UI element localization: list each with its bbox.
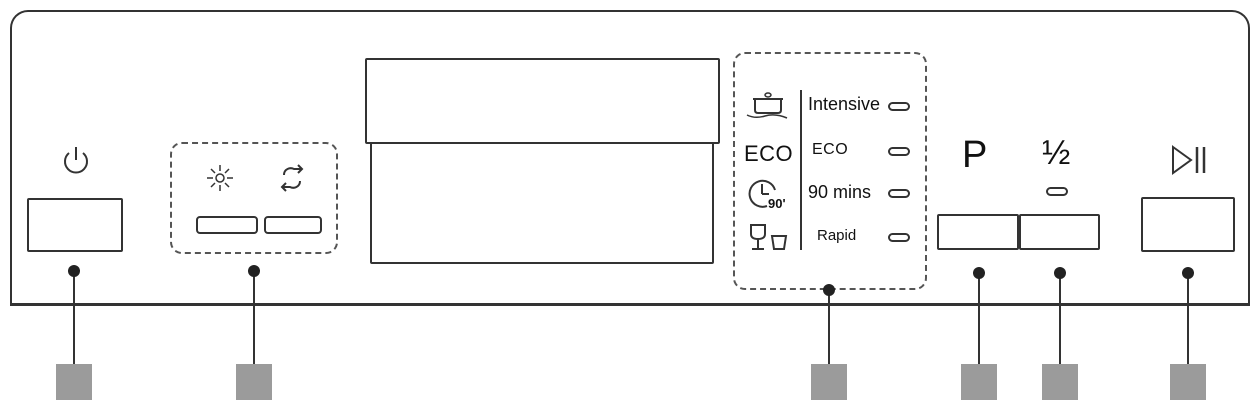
half-load-button[interactable] [1019,214,1100,250]
power-icon [64,147,88,174]
half-load-icon: ½ [1042,134,1071,172]
option-buttons-group [170,142,338,254]
pot-icon [746,92,788,119]
program-led-rapid [888,233,910,242]
display-upper [365,58,720,144]
light-button[interactable] [196,216,258,234]
callout-line-3 [828,289,830,369]
light-sparkle-icon [207,165,233,191]
eco-symbol: ECO [744,141,794,166]
cycle-arrows-icon [280,164,304,192]
callout-line-1 [73,270,75,370]
callout-dot-4 [973,267,985,279]
callout-dot-3 [823,284,835,296]
callout-box-5 [1042,364,1078,400]
callout-line-4 [978,272,980,370]
timer-90-label: 90' [768,196,786,211]
program-button[interactable] [937,214,1019,250]
program-p-icon: P [962,134,988,176]
program-led-90mins [888,189,910,198]
program-label-intensive: Intensive [808,94,881,114]
display-lower [370,140,714,264]
callout-box-4 [961,364,997,400]
half-load-led [1046,187,1068,196]
callout-box-1 [56,364,92,400]
glass-cup-icon [750,224,788,250]
callout-dot-1 [68,265,80,277]
cycle-button[interactable] [264,216,322,234]
program-divider [800,90,802,250]
callout-dot-5 [1054,267,1066,279]
callout-line-6 [1187,272,1189,370]
start-pause-button[interactable] [1141,197,1235,252]
clock-90-icon [748,179,776,208]
program-label-rapid: Rapid [817,227,857,244]
callout-dot-6 [1182,267,1194,279]
callout-box-6 [1170,364,1206,400]
program-label-90mins: 90 mins [808,182,872,202]
program-led-eco [888,147,910,156]
power-button[interactable] [27,198,123,252]
program-label-eco: ECO [812,141,849,158]
play-pause-icon [1172,145,1206,175]
callout-box-2 [236,364,272,400]
callout-line-5 [1059,272,1061,370]
callout-dot-2 [248,265,260,277]
program-led-intensive [888,102,910,111]
callout-line-2 [253,270,255,370]
callout-box-3 [811,364,847,400]
